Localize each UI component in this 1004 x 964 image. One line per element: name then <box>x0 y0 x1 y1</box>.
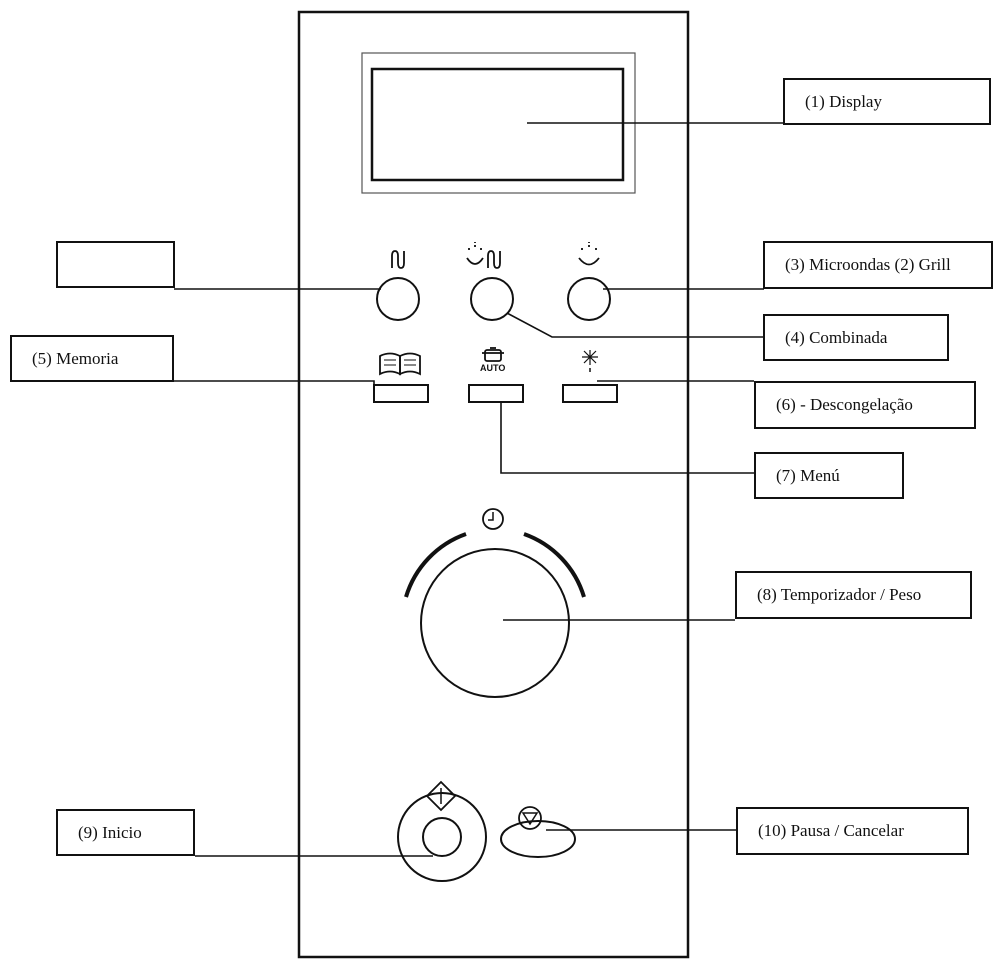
timer-dial[interactable] <box>420 548 570 698</box>
display-screen <box>370 67 625 182</box>
snowflake-icon <box>582 350 598 372</box>
label-combinada: (4) Combinada <box>763 314 949 361</box>
leader-memoria <box>174 380 375 391</box>
combi-button[interactable] <box>470 277 514 321</box>
start-button[interactable] <box>397 792 487 882</box>
leader-menu <box>500 402 754 474</box>
grill-button[interactable] <box>376 277 420 321</box>
auto-menu-button[interactable] <box>468 384 524 403</box>
control-panel <box>297 10 690 959</box>
label-menu: (7) Menú <box>754 452 904 499</box>
stop-button[interactable] <box>500 820 576 858</box>
leader-combinada <box>506 312 763 338</box>
combi-icon <box>466 242 501 269</box>
label-microondas-grill: (3) Microondas (2) Grill <box>763 241 993 289</box>
dial-arc-right <box>523 532 586 598</box>
grill-icon <box>391 250 405 269</box>
pot-icon <box>482 347 504 362</box>
label-temporizador: (8) Temporizador / Peso <box>735 571 972 619</box>
microwave-button[interactable] <box>567 277 611 321</box>
start-button-center[interactable] <box>422 817 462 857</box>
book-icon <box>379 352 421 376</box>
start-diamond-icon <box>425 780 457 812</box>
label-pausa: (10) Pausa / Cancelar <box>736 807 969 855</box>
label-descongelacao: (6) - Descongelação <box>754 381 976 429</box>
label-inicio: (9) Inicio <box>56 809 195 856</box>
label-memoria: (5) Memoria <box>10 335 174 382</box>
stop-triangle-icon <box>518 806 542 830</box>
clock-icon <box>482 508 504 530</box>
label-display: (1) Display <box>783 78 991 125</box>
label-blank <box>56 241 175 288</box>
defrost-button[interactable] <box>562 384 618 403</box>
auto-text: AUTO <box>480 363 506 373</box>
dial-arc-left <box>404 532 467 598</box>
memory-button[interactable] <box>373 384 429 403</box>
microwave-icon <box>578 242 600 266</box>
